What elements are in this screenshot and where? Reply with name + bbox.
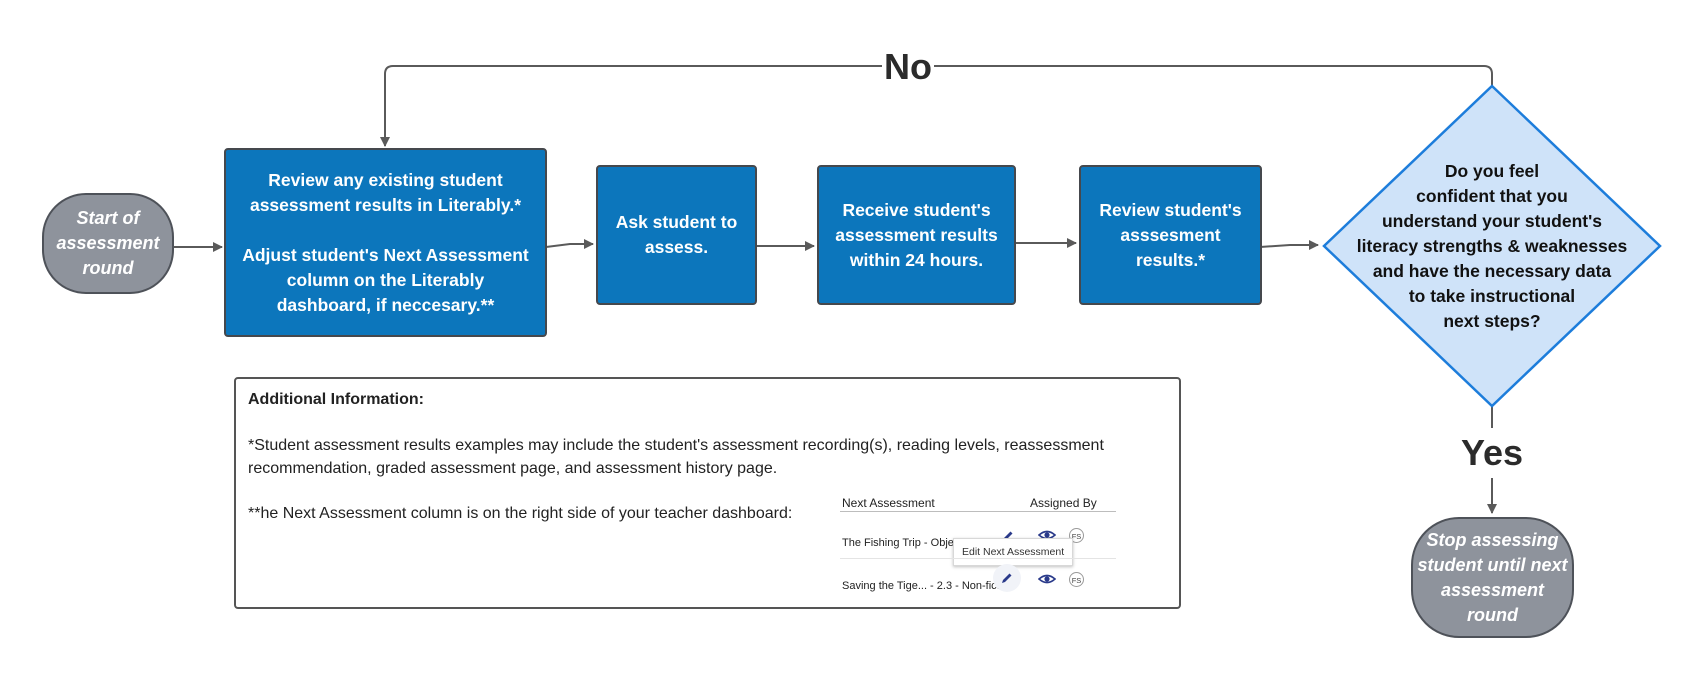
next-assessment-table-excerpt: Next Assessment Assigned By The Fishing … [840, 489, 1120, 599]
pencil-icon[interactable] [993, 564, 1021, 592]
edit-next-assessment-tooltip: Edit Next Assessment [953, 538, 1074, 566]
step-review-existing-results: Review any existing student assessment r… [224, 148, 547, 337]
eye-icon[interactable] [1037, 528, 1057, 542]
eye-icon[interactable] [1037, 572, 1057, 586]
table-row-2-title[interactable]: Saving the Tige... - 2.3 - Non-fiction [842, 580, 1015, 592]
stop-terminal: Stop assessing student until next assess… [1411, 517, 1574, 638]
table-row-divider [840, 558, 1116, 559]
step-ask-student-to-assess: Ask student to assess. [596, 165, 757, 305]
connector-step4-decision [1259, 240, 1319, 250]
assigned-by-badge: FS [1069, 572, 1084, 587]
assigned-by-badge: FS [1069, 528, 1084, 543]
info-note-results-line1: *Student assessment results examples may… [248, 437, 1104, 454]
decision-question: Do you feel confident that you understan… [1356, 160, 1628, 331]
step-receive-results: Receive student's assessment results wit… [817, 165, 1016, 305]
start-terminal: Start of assessment round [42, 193, 174, 294]
info-note-results-line2: recommendation, graded assessment page, … [248, 460, 778, 477]
table-header-divider [840, 511, 1116, 512]
column-header-next-assessment: Next Assessment [842, 496, 935, 510]
column-header-assigned-by: Assigned By [1030, 496, 1097, 510]
connector-step1-step2 [545, 239, 594, 249]
info-note-next-assessment: **he Next Assessment column is on the ri… [248, 505, 793, 522]
info-title: Additional Information: [248, 391, 424, 408]
step-review-results: Review student's asssesment results.* [1079, 165, 1262, 305]
additional-info-box: Additional Information: *Student assessm… [234, 377, 1181, 609]
decision-diamond [1322, 84, 1662, 408]
edge-label-no: No [884, 46, 932, 87]
connector-no-loop [385, 65, 1493, 146]
edge-label-yes: Yes [1460, 432, 1524, 473]
